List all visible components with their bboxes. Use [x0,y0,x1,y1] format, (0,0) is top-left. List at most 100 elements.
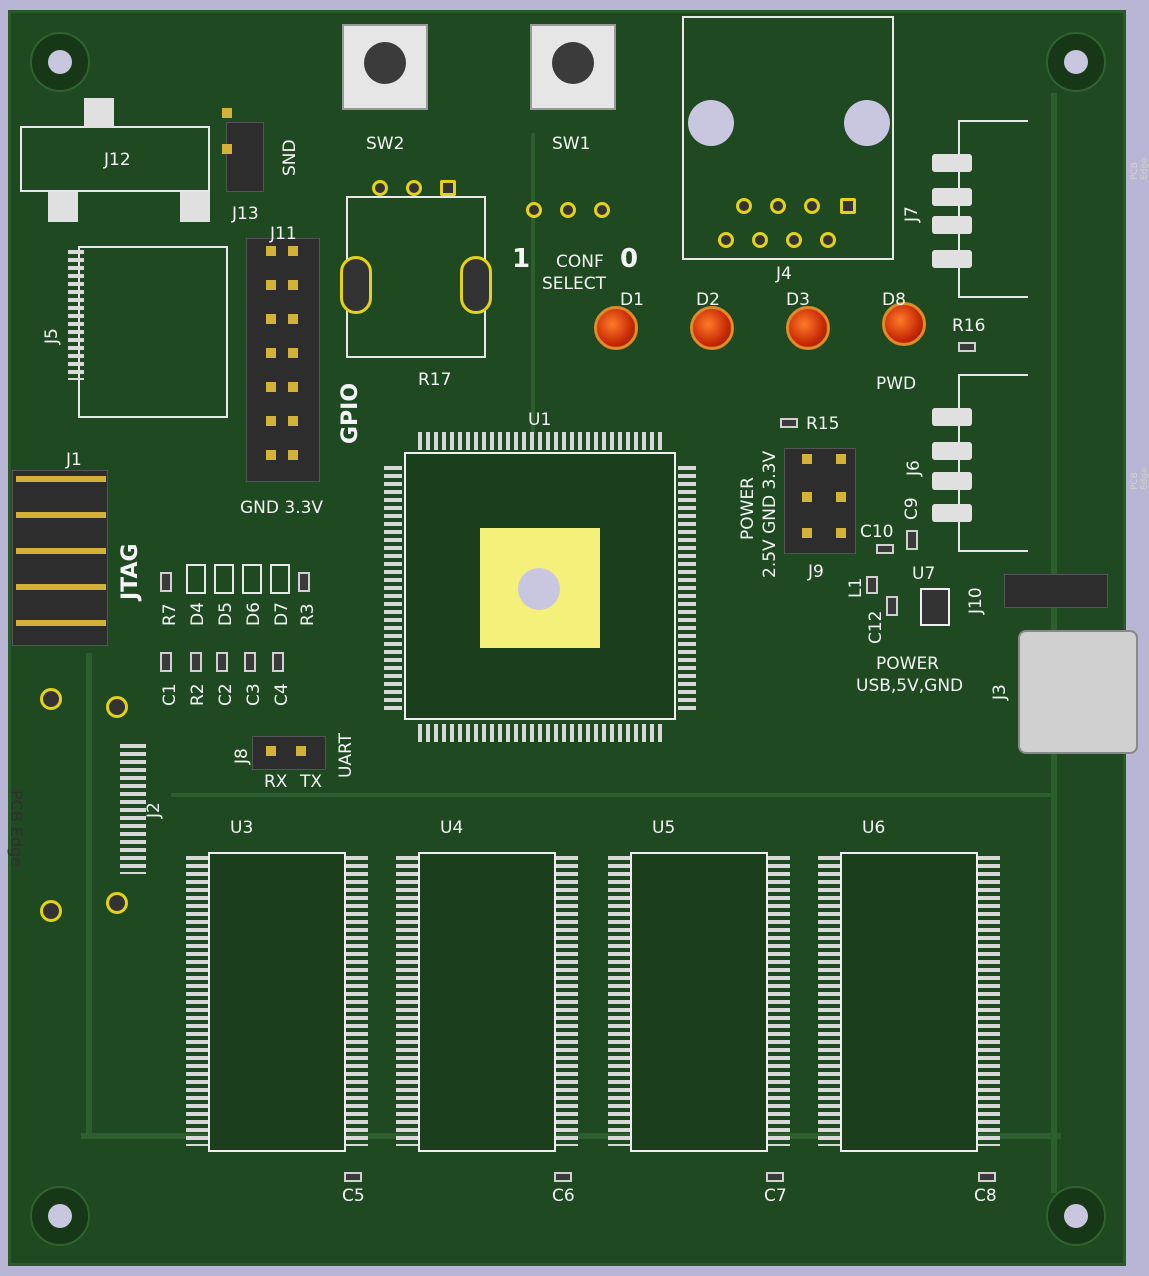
r7-resistor [160,572,172,592]
j2-mount-pad [40,900,62,922]
conf-one-label: 1 [512,244,531,274]
j12-pad [84,98,114,128]
j6-pad [932,442,972,460]
c6-label: C6 [552,1186,575,1206]
j1-pins [16,476,106,636]
c10-label: C10 [860,522,894,542]
j4-pin [804,198,820,214]
j7-pad [932,188,972,206]
mounting-hole-br [1046,1186,1106,1246]
d7-outline [270,564,290,594]
j4-label: J4 [776,264,792,284]
j6-outline [958,374,1028,552]
j4-pin [820,232,836,248]
j8-label: J8 [232,748,252,764]
d8-led [882,302,926,346]
j5-pins [68,250,84,380]
j13-label: J13 [232,204,259,224]
j4-mount-hole [844,100,890,146]
j4-pin [736,198,752,214]
j3-usb-c-connector[interactable] [1018,630,1138,754]
d1-led [594,306,638,350]
u1-pins-top [418,432,662,450]
j6-pad [932,408,972,426]
r17-pin [406,180,422,196]
j4-mount-hole [688,100,734,146]
conf-label: CONF [556,252,604,272]
u7-regulator [920,588,950,626]
sw2-label: SW2 [366,134,405,154]
j7-outline [958,120,1028,298]
snd-label: SND [280,139,300,176]
u4-label: U4 [440,818,464,838]
conf-pin [594,202,610,218]
j6-pad [932,472,972,490]
u5-pins [768,856,790,1146]
j12-pad [48,192,78,222]
j9-voltages-label: 2.5V GND 3.3V [760,450,780,578]
r3-label: R3 [298,603,318,626]
tx-label: TX [300,772,323,792]
sw1-button[interactable] [530,24,616,110]
select-label: SELECT [542,274,606,294]
j11-pins [288,246,298,472]
j12-outline [20,126,210,192]
r15-label: R15 [806,414,840,434]
pcb-edge-label-right-mid: PCB Edge [1130,467,1149,490]
j5-outline [78,246,228,418]
j2-mount-pad [106,892,128,914]
u5-label: U5 [652,818,676,838]
d6-label: D6 [244,602,264,626]
r17-lug [340,256,372,314]
c3-label: C3 [244,683,264,706]
c10-capacitor [876,544,894,554]
j10-header [1004,574,1108,608]
u1-thermal-via [518,568,560,610]
j2-mount-pad [40,688,62,710]
mounting-hole-tl [30,32,90,92]
conf-zero-label: 0 [620,244,639,274]
d4-outline [186,564,206,594]
u4-memory-chip [418,852,556,1152]
j2-mount-pad [106,696,128,718]
d3-led [786,306,830,350]
sw1-label: SW1 [552,134,591,154]
j7-pad [932,154,972,172]
u4-pins [396,856,418,1146]
d4-label: D4 [188,602,208,626]
pin [802,454,812,464]
j9-power-label: POWER [738,477,758,540]
c7-capacitor [766,1172,784,1182]
c6-capacitor [554,1172,572,1182]
uart-label: UART [336,732,356,778]
rx-label: RX [264,772,288,792]
j5-label: J5 [42,328,62,344]
u6-label: U6 [862,818,886,838]
pin [836,492,846,502]
c1-capacitor [160,652,172,672]
j7-pad [932,216,972,234]
j4-pin [840,198,856,214]
c9-label: C9 [902,497,922,520]
u1-pins-right [678,466,696,710]
j3-label: J3 [990,684,1010,700]
u3-pins [186,856,208,1146]
pin [222,108,232,118]
c5-label: C5 [342,1186,365,1206]
r16-resistor [958,342,976,352]
r17-pin [372,180,388,196]
sw2-button[interactable] [342,24,428,110]
c2-capacitor [216,652,228,672]
d2-led [690,306,734,350]
l1-label: L1 [846,577,866,598]
r15-resistor [780,418,798,428]
u6-pins [978,856,1000,1146]
j4-pin [786,232,802,248]
j4-pin [770,198,786,214]
u4-pins [556,856,578,1146]
c4-capacitor [272,652,284,672]
power-usb-voltages: USB,5V,GND [856,676,964,696]
power-usb-label: POWER [876,654,939,674]
j4-pin [718,232,734,248]
c3-capacitor [244,652,256,672]
